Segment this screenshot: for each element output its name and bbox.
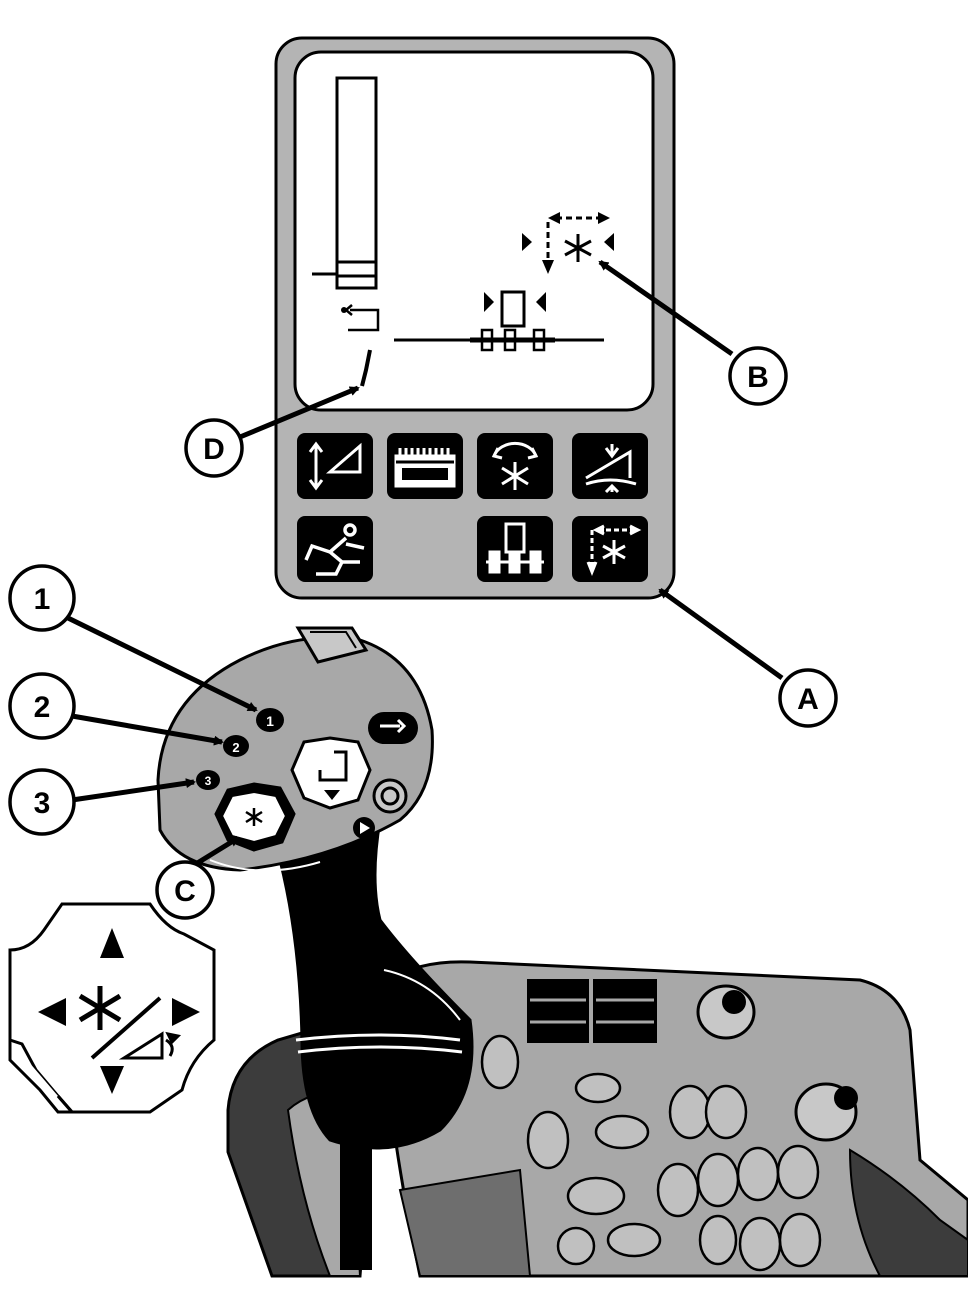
divider-slash (90, 996, 162, 1060)
callout-c: C (155, 860, 215, 920)
center-link-icon (486, 522, 544, 574)
reel-control-switch[interactable] (214, 782, 296, 852)
reel-switch-detail (8, 902, 216, 1114)
callout-a: A (778, 668, 838, 728)
leader-b (598, 259, 734, 357)
header-control-switch[interactable] (290, 736, 372, 810)
joystick-arrow-button[interactable] (353, 817, 375, 839)
softkey-height-adjust[interactable] (297, 433, 373, 499)
softkey-center-link[interactable] (477, 516, 553, 582)
header-tilt-icon (118, 1031, 182, 1060)
float-icon (585, 444, 637, 494)
callout-2: 2 (8, 672, 76, 740)
header-height-bar (312, 76, 378, 290)
softkey-header[interactable] (387, 433, 463, 499)
callout-d: D (184, 418, 244, 478)
display-unit (274, 36, 676, 600)
display-screen (293, 50, 655, 412)
callout-leaders (66, 259, 784, 873)
leader-d (239, 385, 360, 440)
softkey-operator[interactable] (297, 516, 373, 582)
leader-2 (71, 713, 224, 746)
left-arrow-icon (38, 998, 66, 1026)
operator-icon (304, 523, 365, 576)
callout-d-label: D (203, 433, 225, 466)
joystick-button-3[interactable]: 3 (196, 770, 220, 790)
leader-1 (66, 615, 258, 713)
callout-a-label: A (797, 683, 819, 716)
up-arrow-icon (100, 928, 124, 958)
button-1-label: 1 (266, 713, 274, 729)
console-buttons[interactable] (480, 1034, 822, 1272)
callout-c-label: C (174, 875, 196, 908)
leader-3 (71, 778, 196, 803)
down-arrow-icon (100, 1066, 124, 1094)
button-3-label: 3 (205, 774, 212, 788)
callout-3: 3 (8, 768, 76, 836)
joystick-button-2[interactable]: 2 (223, 735, 249, 757)
reel-position-indicator-icon (522, 212, 614, 274)
rotary-dial-upper[interactable] (696, 984, 756, 1040)
right-arrow-icon (172, 998, 200, 1026)
softkey-reel-position[interactable] (572, 516, 648, 582)
return-icon (341, 304, 380, 332)
indicator-mark-d (360, 349, 372, 387)
center-link-indicator-icon (394, 290, 604, 352)
callout-1-label: 1 (34, 583, 51, 616)
header-icon (394, 448, 456, 488)
callout-2-label: 2 (34, 691, 51, 724)
softkey-reel[interactable] (477, 433, 553, 499)
callout-b: B (728, 346, 788, 406)
callout-b-label: B (747, 361, 769, 394)
callout-3-label: 3 (34, 787, 51, 820)
reel-icon (491, 441, 539, 490)
softkey-header-float[interactable] (572, 433, 648, 499)
joystick-button-top-right[interactable] (368, 712, 418, 744)
height-adjust-icon (308, 441, 362, 491)
callout-1: 1 (8, 564, 76, 632)
control-levers[interactable] (527, 979, 657, 1043)
joystick-button-1[interactable]: 1 (256, 708, 284, 732)
rotary-dial-lower[interactable] (794, 1082, 858, 1142)
button-2-label: 2 (232, 740, 239, 755)
reel-position-icon (586, 524, 642, 577)
reel-symbol-icon (78, 986, 122, 1030)
leader-a (658, 587, 784, 681)
joystick-small-button[interactable] (372, 778, 408, 814)
